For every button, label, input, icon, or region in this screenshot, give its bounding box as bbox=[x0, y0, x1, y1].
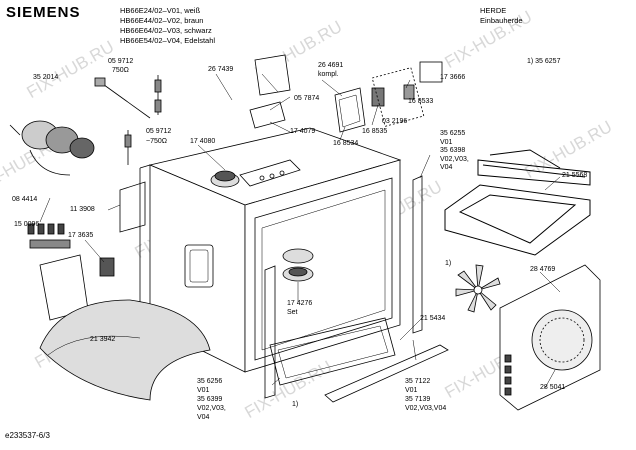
part-label: 35 6398 bbox=[440, 147, 466, 154]
part-label: 35 6399 bbox=[197, 396, 223, 403]
part-label: V04 bbox=[197, 414, 210, 421]
part-label: V01 bbox=[405, 387, 418, 394]
part-label: 1) 35 6257 bbox=[527, 58, 561, 65]
part-label: 35 7139 bbox=[405, 396, 431, 403]
model-list: HB66E24/02–V01, weiß HB66E44/02–V02, bra… bbox=[120, 6, 215, 46]
door-frame bbox=[264, 175, 449, 403]
part-label: 35 6255 bbox=[440, 130, 466, 137]
category-heading: HERDE Einbauherde bbox=[480, 6, 523, 26]
part-label: 26 4691 bbox=[318, 62, 344, 69]
part-label: 26 7439 bbox=[208, 66, 234, 73]
model-line: HB66E54/02–V04, Edelstahl bbox=[120, 36, 216, 45]
sensor-cables bbox=[94, 75, 162, 165]
fan-blade bbox=[455, 264, 501, 313]
model-line: HB66E44/02–V02, braun bbox=[120, 16, 204, 25]
brand-logo: SIEMENS bbox=[6, 4, 81, 21]
part-label: 1) bbox=[445, 260, 452, 267]
part-label: 16 8535 bbox=[362, 128, 388, 135]
part-label: 11 3908 bbox=[70, 206, 95, 213]
part-label: 03 2196 bbox=[382, 118, 408, 125]
insulation-mat bbox=[39, 299, 211, 401]
part-label: V02,V03,V04 bbox=[405, 405, 447, 412]
part-label: 28 4769 bbox=[530, 266, 556, 273]
part-label: 35 2014 bbox=[33, 74, 59, 81]
fan-motor bbox=[9, 120, 95, 176]
part-label: 17 4079 bbox=[290, 128, 316, 135]
rear-cover bbox=[499, 264, 601, 411]
part-label: 16 8534 bbox=[333, 140, 359, 147]
part-label: 21 3942 bbox=[90, 336, 116, 343]
grill-element bbox=[444, 149, 591, 256]
part-label: 21 5434 bbox=[420, 315, 446, 322]
model-line: HB66E64/02–V03, schwarz bbox=[120, 26, 212, 35]
footer-code: e233537-6/3 bbox=[5, 431, 50, 440]
part-label: 35 7122 bbox=[405, 378, 431, 385]
model-line: HB66E24/02–V01, weiß bbox=[120, 6, 201, 15]
part-label: V01 bbox=[440, 139, 453, 146]
category-line: Einbauherde bbox=[480, 16, 523, 25]
part-label: V04 bbox=[440, 164, 453, 171]
part-label: 17 3666 bbox=[440, 74, 466, 81]
part-label: 1) bbox=[292, 401, 299, 408]
part-label: 28 5041 bbox=[540, 384, 566, 391]
part-label: 15 0096 bbox=[14, 221, 40, 228]
part-label: 16 8533 bbox=[408, 98, 434, 105]
part-label: 17 4080 bbox=[190, 138, 216, 145]
part-label: Set bbox=[287, 309, 298, 316]
part-label: ~750Ω bbox=[146, 138, 167, 145]
part-label: V02,V03, bbox=[440, 156, 469, 163]
seal-rings bbox=[282, 248, 314, 282]
part-label: 750Ω bbox=[112, 67, 129, 74]
part-label: 17 4276 bbox=[287, 300, 313, 307]
part-label: 05 7874 bbox=[294, 95, 320, 102]
part-label: V02,V03, bbox=[197, 405, 226, 412]
part-label: 21 5568 bbox=[562, 172, 588, 179]
part-label: 05 9712 bbox=[146, 128, 172, 135]
category-line: HERDE bbox=[480, 6, 507, 15]
mounting-plate bbox=[27, 181, 146, 321]
part-label: 05 9712 bbox=[108, 58, 134, 65]
part-label: kompl. bbox=[318, 71, 339, 78]
part-label: V01 bbox=[197, 387, 210, 394]
lamp-housing bbox=[249, 54, 443, 133]
part-label: 35 6256 bbox=[197, 378, 223, 385]
leader-lines bbox=[39, 73, 561, 389]
part-label: 08 4414 bbox=[12, 196, 38, 203]
part-label: 17 3635 bbox=[68, 232, 94, 239]
